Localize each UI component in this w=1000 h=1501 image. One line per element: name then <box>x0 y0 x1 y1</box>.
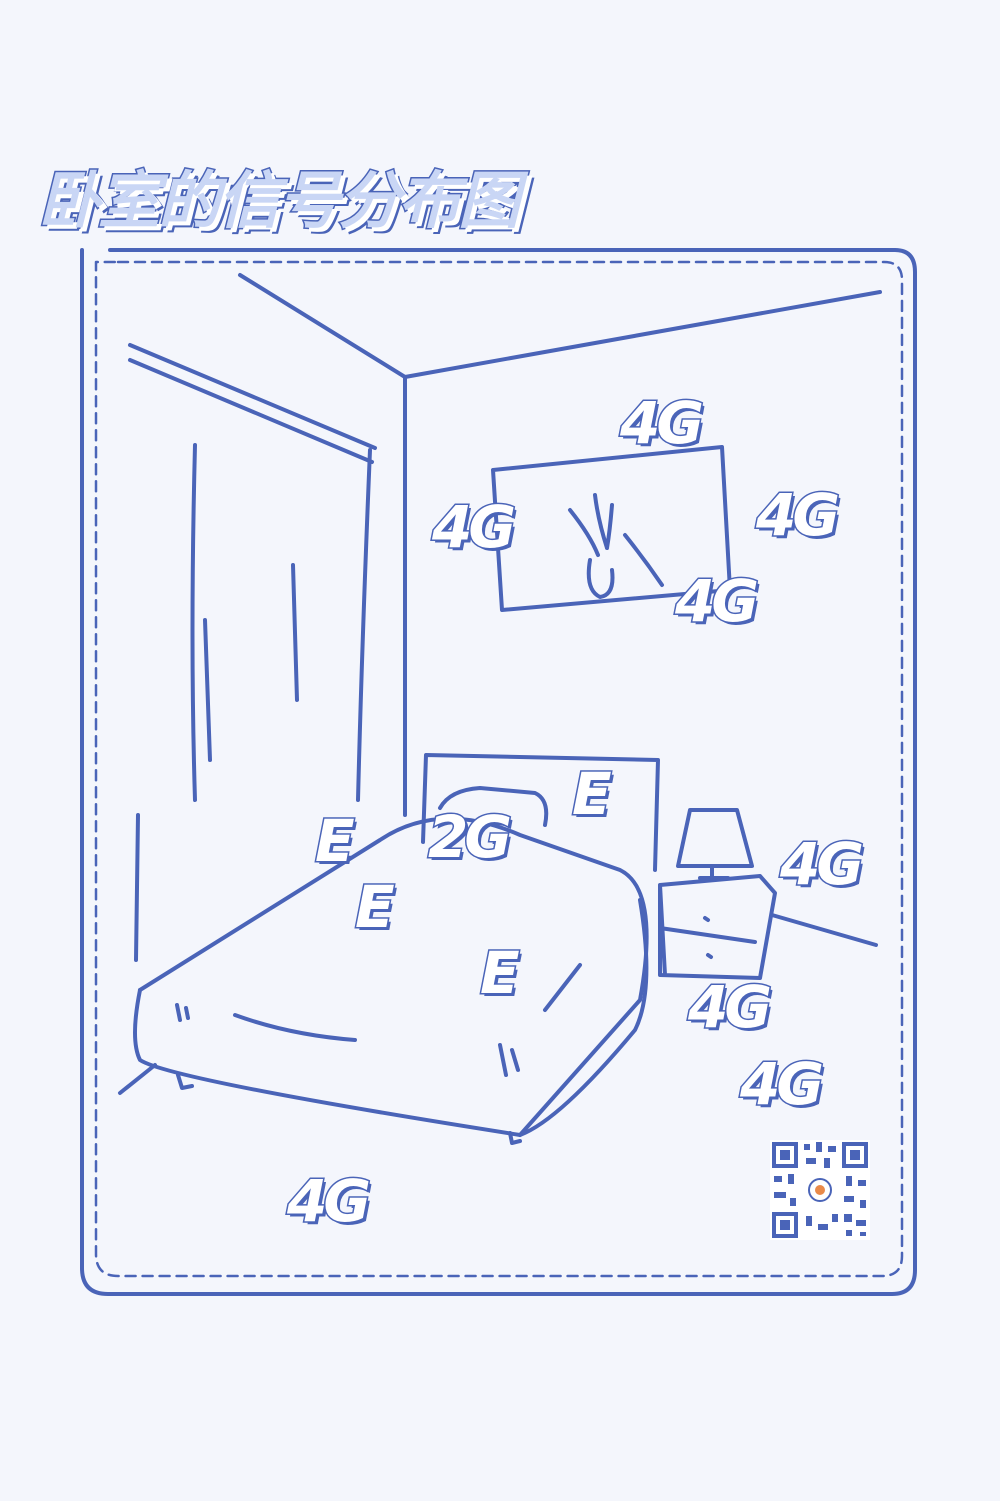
qr-code-icon <box>770 1140 870 1240</box>
signal-label-nightstand-below: 4G <box>687 973 774 1041</box>
signal-label-headboard: E <box>571 760 614 828</box>
headboard <box>421 753 660 872</box>
signal-label-lamp: 4G <box>779 830 866 898</box>
signal-label-right-wall: 4G <box>755 481 842 549</box>
frame-outer <box>80 248 917 1296</box>
signal-label-left-painting: 4G <box>431 493 518 561</box>
signal-label-painting-bottom-right: 4G <box>674 567 761 635</box>
nightstand <box>658 874 777 980</box>
bed-crease <box>175 963 582 1077</box>
signal-label-bed-corner: E <box>354 873 397 941</box>
signal-label-floor-right: 4G <box>739 1050 826 1118</box>
signal-label-pillow: 2G <box>427 803 514 871</box>
ceiling-edge-right <box>403 290 882 379</box>
lamp <box>676 808 754 880</box>
signal-label-bed-middle: E <box>479 939 522 1007</box>
signal-label-above-painting: 4G <box>619 389 706 457</box>
painting-frame <box>491 445 732 612</box>
bed-legs <box>176 1073 522 1145</box>
ceiling-edge-left <box>238 273 407 379</box>
curtain <box>134 443 372 962</box>
curtain-rod <box>128 343 377 464</box>
floor-line-left <box>118 1063 157 1095</box>
floor-line-right <box>770 913 878 947</box>
pillow <box>438 786 549 827</box>
bed-front <box>133 898 649 1137</box>
signal-label-bed-left-edge: E <box>314 807 357 875</box>
signal-label-floor-left: 4G <box>286 1167 373 1235</box>
nightstand-knobs <box>703 916 713 959</box>
frame-dashed <box>94 260 904 1278</box>
page-title: 卧室的信号分布图 <box>36 163 521 239</box>
painting-rabbit <box>568 493 664 599</box>
